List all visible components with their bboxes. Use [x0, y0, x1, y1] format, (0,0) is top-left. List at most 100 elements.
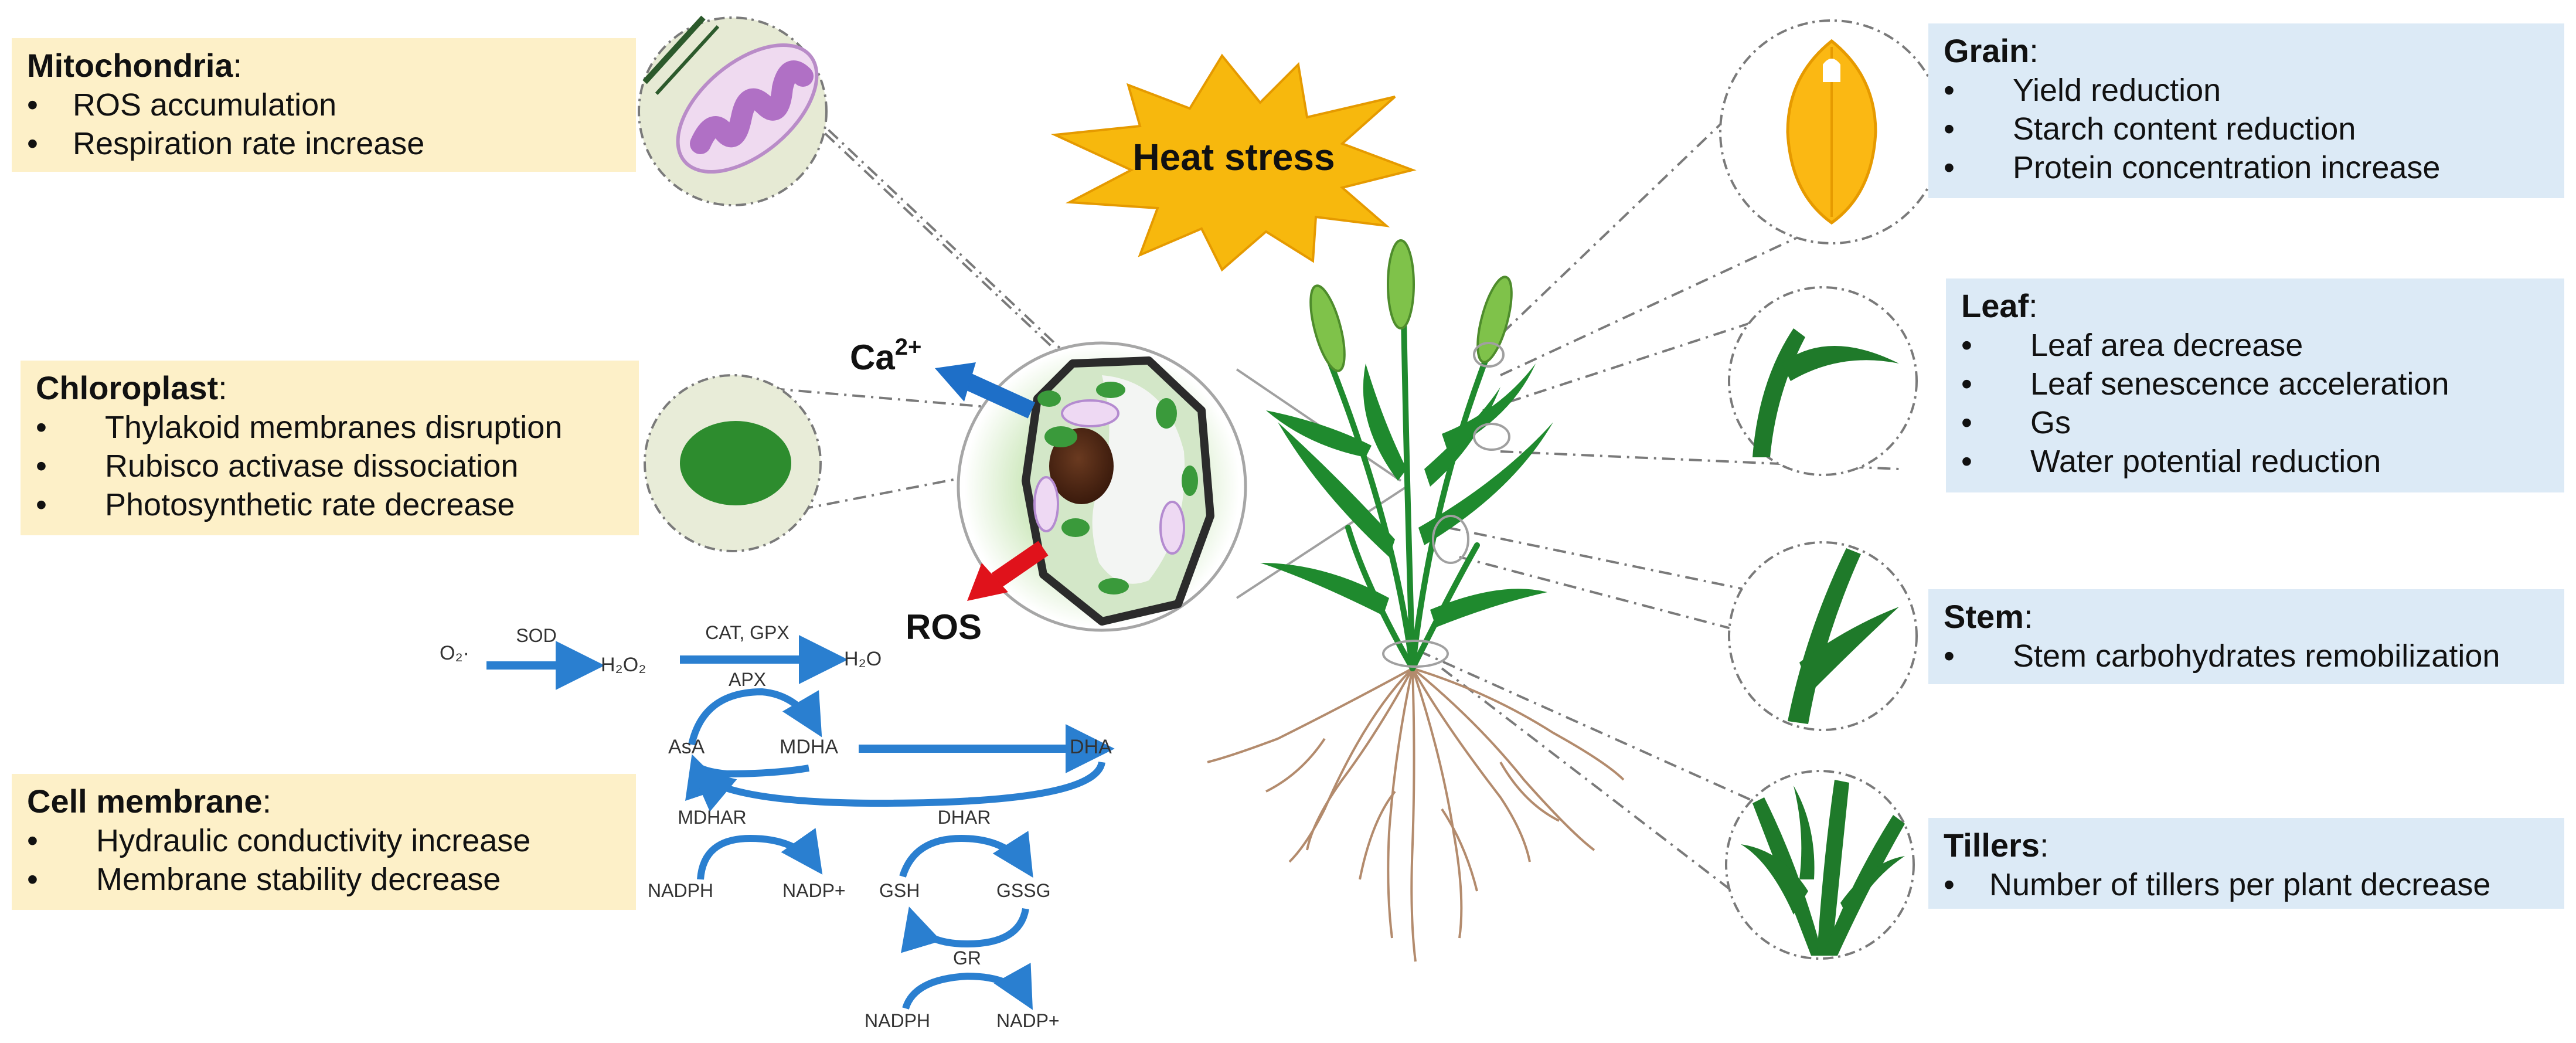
bullet: • — [1961, 328, 1972, 363]
list-item: •Gs — [1961, 404, 2549, 443]
nadp-label-2: NADP+ — [996, 1010, 1060, 1031]
stem-zoom — [1728, 541, 1918, 731]
box-title-text: Mitochondria — [27, 47, 233, 84]
box-title: Grain: — [1944, 30, 2549, 72]
roots — [1207, 667, 1625, 962]
bullet: • — [27, 87, 38, 123]
list-item-text: Leaf senescence acceleration — [2030, 366, 2449, 402]
wheat-plant — [1207, 239, 1625, 962]
box-title-colon: : — [2039, 827, 2049, 864]
box-list: • Hydraulic conductivity increase • Membra… — [27, 822, 621, 899]
grain-zoom — [1719, 19, 1944, 244]
mitochondria-zoom — [638, 15, 828, 206]
ros-arrow — [967, 541, 1049, 601]
antioxidant-pathway: O₂· SOD H₂O₂ CAT, GPX APX H₂O AsA MDHA D… — [440, 622, 1115, 1031]
bullet: • — [1944, 150, 1955, 185]
h2o2-label: H₂O₂ — [601, 654, 646, 676]
list-item-text: Photosynthetic rate decrease — [105, 487, 515, 522]
leaf-zoom — [1728, 286, 1918, 476]
list-item-text: ROS accumulation — [73, 87, 337, 123]
list-item: •Leaf area decrease — [1961, 327, 2549, 365]
nadph-label-2: NADPH — [865, 1010, 930, 1031]
tillers-zoom — [1725, 770, 1915, 960]
bullet: • — [1944, 111, 1955, 147]
apx-label: APX — [729, 669, 766, 690]
o2-label: O₂· — [440, 642, 469, 664]
chloroplast-zoom — [644, 374, 822, 552]
list-item: • Respiration rate increase — [27, 125, 621, 164]
list-item: • Leaf senescence acceleration — [1961, 365, 2549, 404]
list-item-text: Gs — [2030, 405, 2071, 440]
cat-gpx-label: CAT, GPX — [705, 622, 789, 643]
list-item: • ROS accumulation — [27, 86, 621, 125]
heat-stress-star: Heat stress — [1050, 53, 1417, 272]
list-item-text: Stem carbohydrates remobilization — [2013, 638, 2500, 674]
list-item: • Membrane stability decrease — [27, 861, 621, 899]
wheat-ears — [1309, 239, 1513, 372]
mitochondria-box: Mitochondria: •ROS accumulation •Respira… — [12, 38, 636, 172]
box-list: •Thylakoid membranes disruption •Rubisco… — [36, 409, 624, 525]
bullet: • — [27, 861, 38, 897]
bullet: • — [27, 125, 38, 161]
list-item-text: Membrane stability decrease — [96, 861, 501, 897]
list-item-text: Protein concentration increase — [2013, 150, 2441, 185]
bullet: • — [1961, 366, 1972, 402]
box-title: Stem: — [1944, 596, 2549, 637]
ca-superscript: 2+ — [895, 334, 922, 360]
box-title-text: Leaf — [1961, 287, 2029, 324]
box-list: •Leaf area decrease • Leaf senescence acc… — [1961, 327, 2549, 481]
bullet: • — [27, 823, 38, 858]
ros-label: ROS — [906, 607, 982, 647]
list-item-text: Hydraulic conductivity increase — [96, 823, 531, 858]
box-title: Chloroplast: — [36, 368, 624, 409]
bullet: • — [36, 487, 47, 522]
mdha-label: MDHA — [780, 736, 838, 758]
bullet: • — [36, 410, 47, 445]
gr-label: GR — [953, 947, 981, 969]
list-item-text: Starch content reduction — [2013, 111, 2356, 147]
list-item: • Stem carbohydrates remobilization — [1944, 637, 2549, 676]
list-item-text: Water potential reduction — [2030, 443, 2381, 479]
cell-membrane-box: Cell membrane: • Hydraulic conductivity i… — [12, 774, 636, 910]
nadp-label-1: NADP+ — [782, 880, 846, 901]
list-item: • Hydraulic conductivity increase — [27, 822, 621, 861]
h2o-label: H₂O — [844, 648, 882, 670]
ca-base: Ca — [850, 338, 895, 377]
box-list: • Stem carbohydrates remobilization — [1944, 637, 2549, 676]
dha-label: DHA — [1070, 736, 1112, 758]
bullet: • — [1944, 638, 1955, 674]
tillers-box: Tillers: • Number of tillers per plant de… — [1928, 818, 2564, 909]
box-title-text: Stem — [1944, 598, 2024, 635]
box-title-text: Chloroplast — [36, 369, 219, 406]
ca-label: Ca2+ — [850, 334, 921, 377]
leaf-box: Leaf: •Leaf area decrease • Leaf senescen… — [1946, 278, 2564, 492]
list-item: • Protein concentration increase — [1944, 149, 2549, 188]
list-item: • Number of tillers per plant decrease — [1944, 866, 2549, 905]
box-list: • ROS accumulation • Respiration rate incr… — [27, 86, 621, 164]
list-item-text: Number of tillers per plant decrease — [1989, 867, 2491, 902]
box-title-text: Cell membrane — [27, 783, 263, 820]
sod-label: SOD — [516, 625, 556, 646]
box-list: • Number of tillers per plant decrease — [1944, 866, 2549, 905]
box-title: Cell membrane: — [27, 781, 621, 822]
box-title-text: Tillers — [1944, 827, 2040, 864]
dhar-label: DHAR — [938, 807, 991, 828]
asa-label: AsA — [668, 736, 705, 758]
stem-box: Stem: • Stem carbohydrates remobilization — [1928, 589, 2564, 684]
list-item: •Rubisco activase dissociation — [36, 447, 624, 486]
list-item-text: Respiration rate increase — [73, 125, 425, 161]
list-item: •Water potential reduction — [1961, 443, 2549, 481]
box-title-colon: : — [2029, 32, 2039, 69]
bullet: • — [1944, 867, 1955, 902]
grain-box: Grain: •Yield reduction •Starch content … — [1928, 23, 2564, 198]
list-item: •Yield reduction — [1944, 72, 2549, 110]
mdhar-label: MDHAR — [678, 807, 746, 828]
box-title-colon: : — [2023, 598, 2033, 635]
list-item: •Thylakoid membranes disruption — [36, 409, 624, 447]
list-item-text: Yield reduction — [2013, 73, 2221, 108]
box-list: •Yield reduction •Starch content reducti… — [1944, 72, 2549, 188]
heat-stress-label: Heat stress — [1132, 136, 1335, 178]
nadph-label-1: NADPH — [648, 880, 713, 901]
box-title: Leaf: — [1961, 286, 2549, 327]
